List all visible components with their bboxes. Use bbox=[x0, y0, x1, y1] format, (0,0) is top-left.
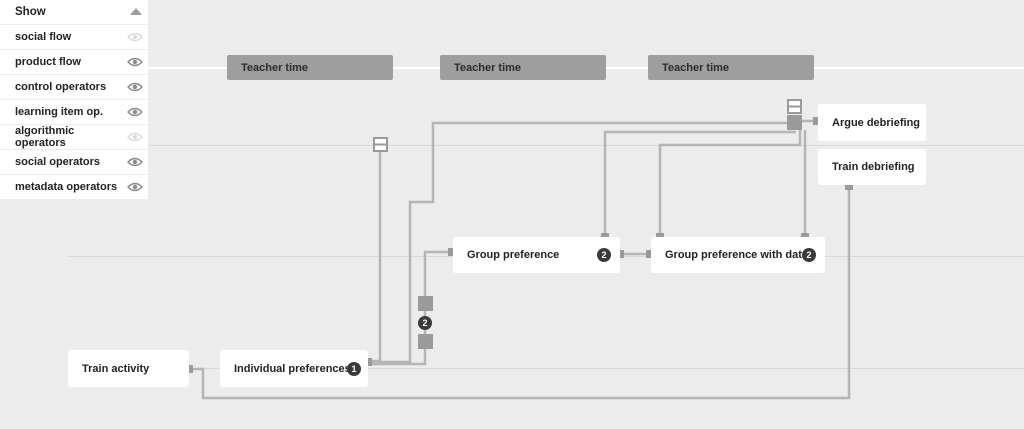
teacher-time-bar-3[interactable]: Teacher time bbox=[648, 55, 814, 80]
port-group-pref-out bbox=[616, 250, 624, 258]
group-count-badge: 2 bbox=[802, 248, 816, 262]
port-gpwd-in bbox=[646, 250, 654, 258]
show-panel-title: Show bbox=[15, 6, 46, 18]
toggle-learning-item-operators[interactable]: learning item op. bbox=[0, 100, 148, 125]
toggle-metadata-operators[interactable]: metadata operators bbox=[0, 175, 148, 200]
activity-train-activity[interactable]: Train activity bbox=[68, 350, 189, 387]
eye-icon[interactable] bbox=[127, 56, 143, 68]
teacher-time-bar-1[interactable]: Teacher time bbox=[227, 55, 393, 80]
activity-label: Group preference with data bbox=[665, 249, 809, 261]
toggle-control-operators[interactable]: control operators bbox=[0, 75, 148, 100]
connector-group-pref-to-argue-op bbox=[603, 130, 796, 237]
activity-individual-preferences[interactable]: Individual preferences 1 bbox=[220, 350, 368, 387]
toggle-label: social flow bbox=[15, 31, 72, 43]
plane-divider-1 bbox=[148, 145, 1024, 146]
activity-group-preference-with-data[interactable]: Group preference with data 2 bbox=[651, 237, 825, 273]
toggle-label: metadata operators bbox=[15, 181, 118, 193]
activity-label: Train activity bbox=[82, 362, 150, 375]
port-individual-out bbox=[364, 358, 372, 366]
toggle-label: learning item op. bbox=[15, 106, 104, 118]
toggle-social-operators[interactable]: social operators bbox=[0, 150, 148, 175]
eye-icon[interactable] bbox=[127, 181, 143, 193]
activity-label: Group preference bbox=[467, 249, 560, 261]
individual-count-badge: 1 bbox=[347, 362, 361, 376]
activity-label: Individual preferences bbox=[234, 362, 351, 375]
toggle-label: control operators bbox=[15, 81, 107, 93]
eye-icon[interactable] bbox=[127, 156, 143, 168]
eye-icon[interactable] bbox=[127, 81, 143, 93]
toggle-label: algorithmic operators bbox=[15, 125, 75, 149]
group-count-badge: 2 bbox=[597, 248, 611, 262]
activity-group-preference[interactable]: Group preference 2 bbox=[453, 237, 620, 273]
teacher-time-bar-2[interactable]: Teacher time bbox=[440, 55, 606, 80]
activity-train-debriefing[interactable]: Train debriefing bbox=[818, 149, 926, 185]
social-operator-node-top bbox=[418, 296, 433, 311]
plane-divider-3 bbox=[190, 368, 1024, 369]
connector-individual-to-metadata-op bbox=[368, 152, 382, 363]
operator-group-count-badge: 2 bbox=[418, 316, 432, 330]
argue-operator-node bbox=[787, 115, 802, 130]
caret-up-icon[interactable] bbox=[129, 7, 143, 17]
social-operator-node-bottom bbox=[418, 334, 433, 349]
connector-train-activity-to-train-debriefing bbox=[189, 186, 851, 400]
port-argue-debriefing-in bbox=[813, 117, 821, 125]
port-group-pref-in bbox=[448, 248, 456, 256]
connector-gpwd-to-argue-op bbox=[658, 130, 802, 237]
activity-label: Argue debriefing bbox=[832, 116, 921, 129]
eye-icon[interactable] bbox=[127, 31, 143, 43]
port-train-debriefing-in bbox=[845, 182, 853, 190]
port-train-activity-out bbox=[185, 365, 193, 373]
eye-icon[interactable] bbox=[127, 131, 143, 143]
show-panel: Show social flow product flow control op… bbox=[0, 0, 148, 200]
toggle-label: product flow bbox=[15, 56, 81, 68]
eye-icon[interactable] bbox=[127, 106, 143, 118]
toggle-social-flow[interactable]: social flow bbox=[0, 25, 148, 50]
activity-label: Train debriefing bbox=[832, 161, 915, 173]
activity-argue-debriefing[interactable]: Argue debriefing bbox=[818, 104, 926, 141]
toggle-algorithmic-operators[interactable]: algorithmic operators bbox=[0, 125, 148, 150]
toggle-product-flow[interactable]: product flow bbox=[0, 50, 148, 75]
connector-individual-to-argue-op bbox=[368, 121, 795, 364]
toggle-label: social operators bbox=[15, 156, 100, 168]
show-panel-header[interactable]: Show bbox=[0, 0, 148, 25]
